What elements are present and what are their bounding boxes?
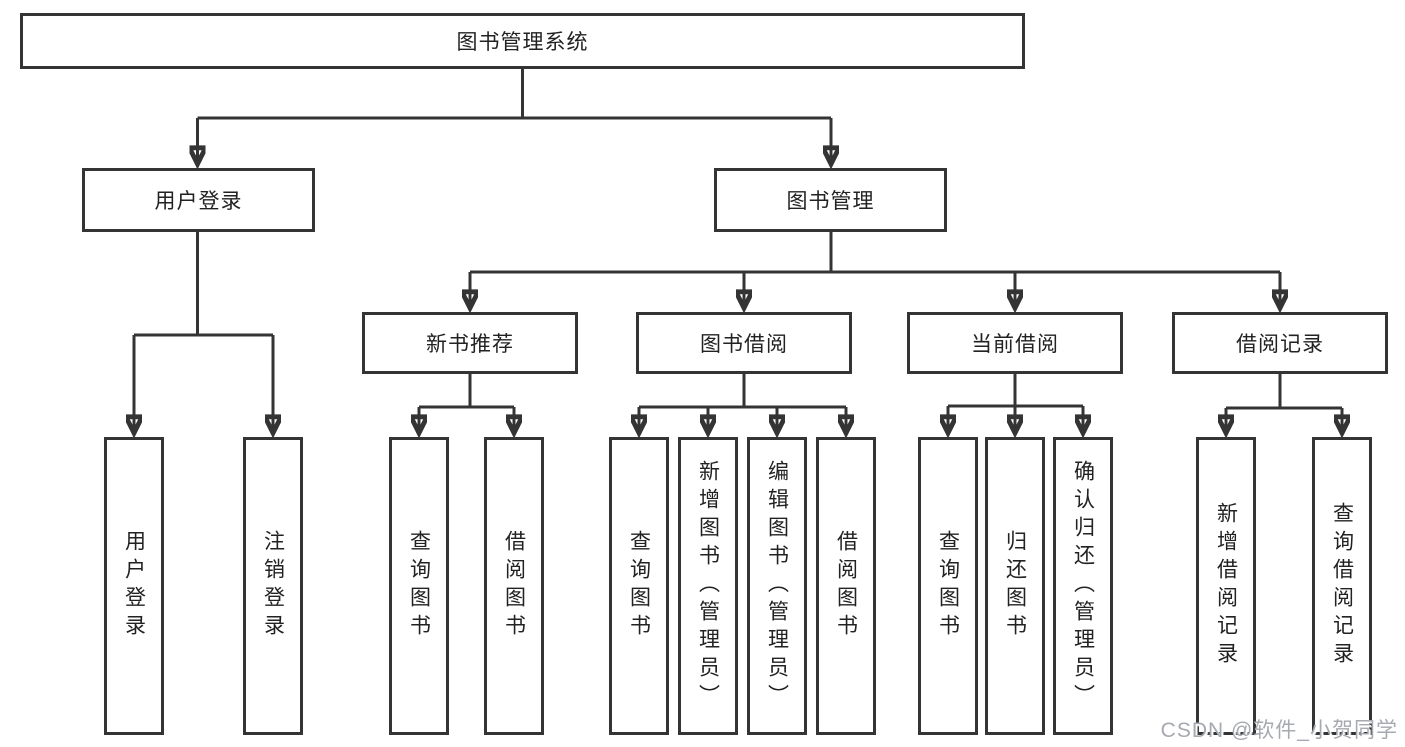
node-root-system: 图书管理系统 <box>20 13 1025 69</box>
leaf-query-book-current: 查询图书 <box>918 437 978 735</box>
node-current-borrow: 当前借阅 <box>907 312 1123 374</box>
csdn-watermark: CSDN @软件_小贺同学 <box>1160 719 1398 742</box>
node-borrow-record: 借阅记录 <box>1172 312 1388 374</box>
connector-root-to-branches <box>198 69 832 164</box>
leaf-add-borrow-record: 新增借阅记录 <box>1196 437 1256 735</box>
connector-book-management-children <box>470 232 1280 308</box>
connector-user-login-children <box>134 232 273 433</box>
leaf-confirm-return-admin: 确认归还（管理员） <box>1053 437 1113 735</box>
connector-current-borrow-children <box>948 374 1083 433</box>
node-new-book-recommend: 新书推荐 <box>362 312 578 374</box>
node-user-login: 用户登录 <box>82 168 315 232</box>
leaf-borrow-book-recommend: 借阅图书 <box>484 437 544 735</box>
leaf-borrow-book: 借阅图书 <box>816 437 876 735</box>
leaf-query-book-borrow: 查询图书 <box>609 437 669 735</box>
leaf-return-book: 归还图书 <box>985 437 1045 735</box>
leaf-add-book-admin: 新增图书（管理员） <box>678 437 738 735</box>
leaf-logout: 注销登录 <box>243 437 303 735</box>
node-book-management: 图书管理 <box>714 168 947 232</box>
node-book-borrow: 图书借阅 <box>636 312 852 374</box>
leaf-query-book-recommend: 查询图书 <box>389 437 449 735</box>
leaf-user-login: 用户登录 <box>104 437 164 735</box>
connector-new-book-children <box>419 374 514 433</box>
leaf-edit-book-admin: 编辑图书（管理员） <box>747 437 807 735</box>
connector-book-borrow-children <box>639 374 846 433</box>
leaf-query-borrow-record: 查询借阅记录 <box>1312 437 1372 735</box>
connector-borrow-record-children <box>1226 374 1342 433</box>
